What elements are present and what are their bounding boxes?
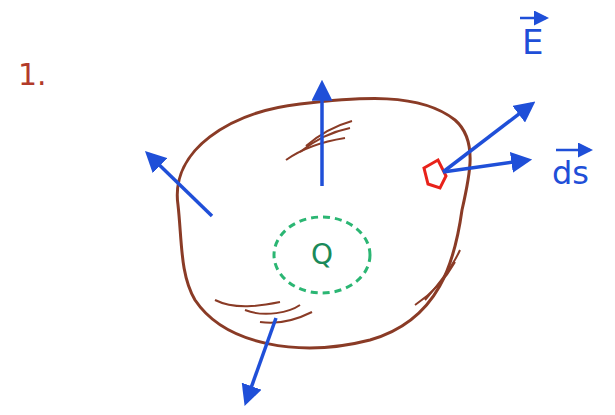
area-vector-label: ds xyxy=(552,156,589,191)
charge-label: Q xyxy=(311,240,333,271)
field-vector-label: E xyxy=(522,24,543,61)
item-number: 1. xyxy=(18,58,47,91)
charge-region: Q xyxy=(272,215,372,295)
surface-hatching xyxy=(215,121,460,323)
vector-overarrows xyxy=(520,18,590,150)
field-vectors xyxy=(148,84,532,402)
surface-element xyxy=(424,160,446,188)
